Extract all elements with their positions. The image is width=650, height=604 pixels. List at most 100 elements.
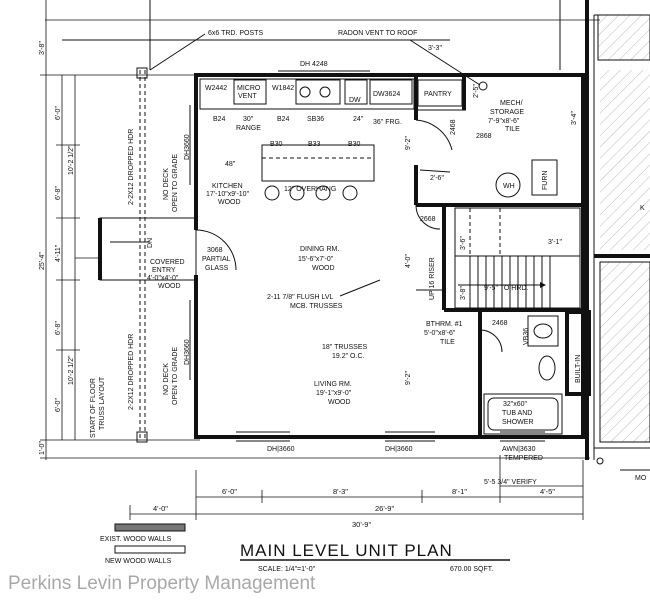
- dim-3-6: 3'-6": [460, 236, 467, 250]
- watermark: Perkins Levin Property Management: [8, 573, 316, 594]
- nodeck1-b: OPEN TO GRADE: [172, 154, 179, 212]
- door-swings: [195, 119, 503, 353]
- bath-floor: TILE: [440, 339, 455, 346]
- mech-label-1: MECH/: [500, 100, 523, 107]
- living-label: LIVING RM.: [314, 381, 352, 388]
- dw3624-label: DW3624: [373, 91, 400, 98]
- left-dim-7: 10'-2 1/2": [68, 355, 75, 385]
- bottom-dim-4: 26'-9": [375, 504, 394, 513]
- buffet-label-2: BUFFET: [584, 350, 591, 378]
- tub-size: 32"x60": [503, 401, 528, 408]
- legend-new-label: NEW WOOD WALLS: [105, 558, 172, 565]
- leader-lines: [339, 39, 481, 297]
- bottom-dim-3: 4'-5": [540, 487, 555, 496]
- left-dim-4: 4'-11": [55, 244, 62, 262]
- dim-9-2b: 9'-2": [405, 371, 412, 385]
- left-dimensions: [40, 0, 590, 460]
- plan-area: 670.00 SQFT.: [450, 566, 493, 573]
- nodeck2-a: NO DECK: [163, 363, 170, 395]
- bottom-dim-1: 8'-3": [333, 487, 348, 496]
- door-2468a-label: 2468: [492, 320, 508, 327]
- nodeck1-a: NO DECK: [163, 168, 170, 200]
- deck-posts: [45, 0, 600, 443]
- kitchen-floor: WOOD: [218, 199, 241, 206]
- up-label: UP 16 RISER: [429, 257, 436, 300]
- dining-label: DINING RM.: [300, 246, 339, 253]
- w1842-label: W1842: [272, 85, 294, 92]
- mech-label-3: 7'-9"x8'-6": [488, 118, 520, 125]
- entry-size: 4'-0"x4'-0": [147, 275, 179, 282]
- shower-label: SHOWER: [502, 419, 534, 426]
- dining-floor: WOOD: [312, 265, 335, 272]
- left-dim-6: 6'-8": [55, 321, 62, 335]
- kitchen-label: KITCHEN: [212, 183, 243, 190]
- mo-label: MO: [635, 475, 647, 482]
- radon-label: RADON VENT TO ROOF: [338, 30, 417, 37]
- vb36-label: VB36: [523, 328, 530, 345]
- partial-label: PARTIAL: [202, 256, 231, 263]
- left-dim-8: 6'-0": [55, 398, 62, 412]
- dh3660c-label: DH|3660: [267, 446, 295, 453]
- tempered-label: TEMPERED: [504, 455, 543, 462]
- mech-fixtures: [478, 81, 558, 198]
- stairs: [454, 207, 581, 309]
- pantry-label: PANTRY: [424, 91, 452, 98]
- new-wall-swatch: [114, 545, 186, 554]
- dim-9-5: 9'-5" TO HRD.: [484, 285, 528, 292]
- w2442-label: W2442: [205, 85, 227, 92]
- bath-label: BTHRM. #1: [426, 321, 463, 328]
- left-dim-3: 6'-8": [55, 186, 62, 200]
- start-floor-1: START OF FLOOR: [90, 378, 97, 438]
- tub-label: TUB AND: [502, 410, 532, 417]
- dim-3-3: 3'-3": [428, 45, 442, 52]
- dim-4-0: 4'-0": [405, 254, 412, 268]
- flush-label-1: 2-11 7/8" FLUSH LVL: [267, 294, 334, 301]
- flush-label-2: MCB. TRUSSES: [290, 303, 343, 310]
- left-dim-5: 25'-4": [39, 252, 46, 270]
- door-2868a-label: 2868: [476, 133, 492, 140]
- b24a-label: B24: [213, 116, 226, 123]
- dim-3-1: 3'-1": [548, 239, 562, 246]
- dining-size: 15'-6"x7'-0": [298, 256, 334, 263]
- bath-size: 5'-0"x8'-6": [424, 330, 456, 337]
- left-dim-2: 10'-2 1/2": [68, 145, 75, 175]
- legend-existing-label: EXIST. WOOD WALLS: [100, 536, 172, 543]
- bottom-dim-5: 4'-0": [153, 504, 168, 513]
- sb36-label: SB36: [307, 116, 324, 123]
- plan-scale: SCALE: 1/4"=1'-0": [258, 566, 316, 573]
- living-size: 19'-1"x9'-0": [316, 390, 352, 397]
- bottom-dim-0: 6'-0": [222, 487, 237, 496]
- start-floor-2: TRUSS LAYOUT: [99, 376, 106, 430]
- range-width-label: 30": [243, 116, 254, 123]
- entry-label: ENTRY: [152, 267, 176, 274]
- plan-title: MAIN LEVEL UNIT PLAN: [240, 541, 453, 560]
- kitchen-counters: [199, 78, 463, 201]
- glass-label: GLASS: [205, 265, 229, 272]
- b30a-label: B30: [270, 141, 283, 148]
- dim-3-4: 3'-4": [571, 111, 578, 125]
- posts-label: 6x6 TRD. POSTS: [208, 30, 263, 37]
- bottom-dim-2: 8'-1": [452, 487, 467, 496]
- dh3660a-label: DH3660: [184, 134, 191, 160]
- wh-label: WH: [503, 183, 515, 190]
- dim-48: 48": [225, 161, 236, 168]
- buffet-label-1: BUILT-IN: [575, 355, 582, 383]
- mech-label-4: TILE: [505, 126, 520, 133]
- verify-label: 5'-5 3/4" VERIFY: [484, 479, 537, 486]
- ko-label: K: [640, 205, 645, 212]
- furn-label: FURN: [542, 171, 549, 190]
- header-top-label: DH 4248: [300, 61, 328, 68]
- dropped-hdr-1: 2-2X12 DROPPED HDR: [128, 129, 135, 205]
- overhang-label: 12" OVERHANG: [284, 186, 336, 193]
- mech-label-2: STORAGE: [490, 109, 524, 116]
- bath-fixtures: [483, 315, 563, 435]
- b24b-label: B24: [277, 116, 290, 123]
- trusses-label: 18" TRUSSES: [322, 344, 367, 351]
- dw-label: DW: [349, 97, 361, 104]
- dim-2-5: 2'-5": [473, 84, 480, 98]
- trusses-spacing: 19.2" O.C.: [332, 353, 364, 360]
- vent-label: VENT: [238, 93, 257, 100]
- nodeck2-b: OPEN TO GRADE: [172, 347, 179, 405]
- dim-3-8: 3'-8": [460, 286, 467, 300]
